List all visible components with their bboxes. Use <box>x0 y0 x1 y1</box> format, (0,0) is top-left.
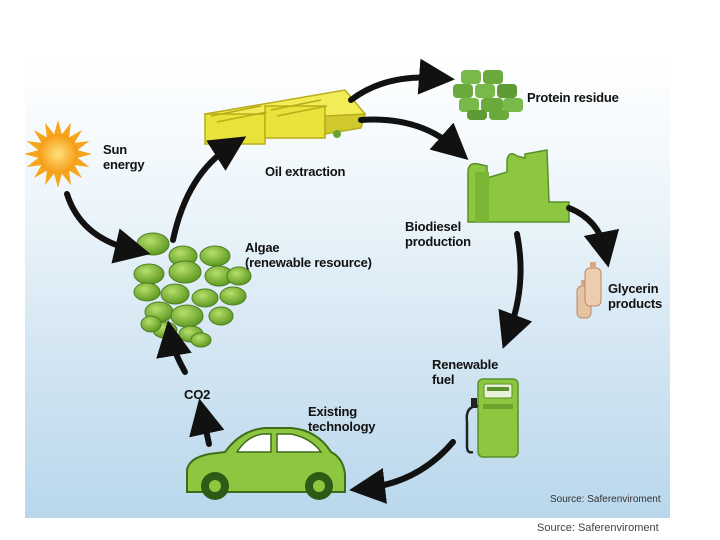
oil-extraction-icon <box>203 89 367 145</box>
source-credit-outer: Source: Saferenviroment <box>537 522 659 534</box>
label-algae: Algae (renewable resource) <box>245 240 372 270</box>
label-sun-energy: Sun energy <box>103 142 145 172</box>
fuel-pump-icon <box>465 378 519 458</box>
arrow-car-to-co2 <box>189 398 225 447</box>
label-glycerin-products: Glycerin products <box>608 281 663 311</box>
diagram-panel: Sun energy Oil extraction Protein residu… <box>25 54 670 518</box>
arrow-oil-to-biodiesel <box>358 116 469 160</box>
source-credit-inner: Source: Saferenviroment <box>550 494 661 505</box>
arrow-sun-to-algae <box>64 191 151 264</box>
glycerin-bottles-icon <box>576 262 602 319</box>
label-existing-technology: Existing technology <box>308 404 376 434</box>
sun-icon <box>25 120 92 188</box>
algae-cluster-icon <box>133 232 252 348</box>
biodiesel-factory-icon <box>467 149 570 223</box>
arrow-biodiesel-to-fuel <box>498 231 533 349</box>
arrow-biodiesel-to-glycerin <box>566 205 620 268</box>
label-protein-residue: Protein residue <box>527 90 619 105</box>
label-co2: CO2 <box>184 387 211 402</box>
arrow-co2-to-algae <box>156 320 192 375</box>
label-oil-extraction: Oil extraction <box>265 164 346 179</box>
car-icon <box>186 427 346 500</box>
label-renewable-fuel: Renewable fuel <box>432 357 499 387</box>
cycle-arrows <box>64 58 620 504</box>
algae-fuel-cycle-diagram <box>25 58 620 504</box>
arrow-algae-to-oil <box>170 136 247 243</box>
arrow-oil-to-protein <box>348 58 455 103</box>
protein-residue-icon <box>453 70 523 120</box>
label-biodiesel-production: Biodiesel production <box>405 219 471 249</box>
arrow-fuel-to-car <box>349 439 456 504</box>
